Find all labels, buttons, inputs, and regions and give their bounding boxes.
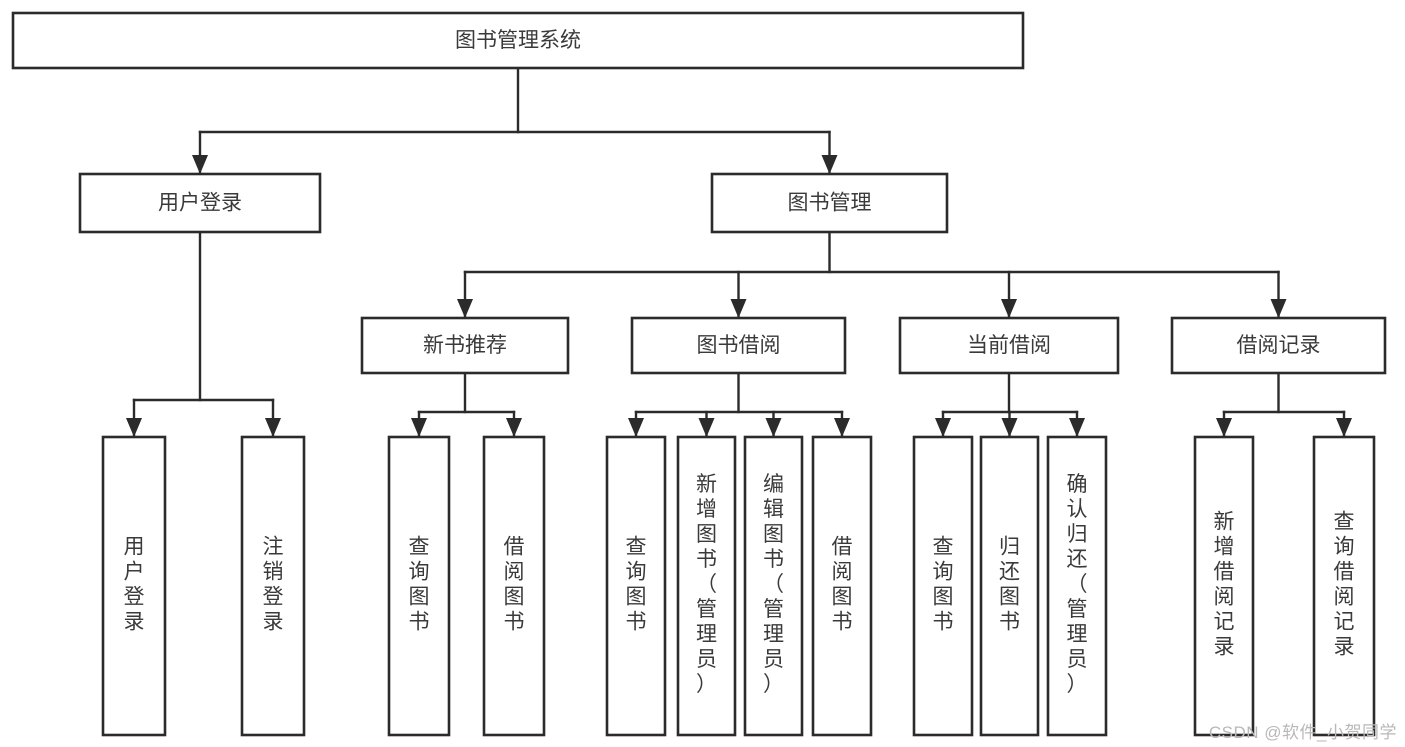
node-label-book-borrow: 图书借阅 [697,334,781,357]
arrow-head-icon [821,155,838,174]
node-label-leaf-add-borrow-record: 新增借阅记录 [1214,511,1235,659]
arrow-head-icon [126,418,142,437]
arrow-head-icon [265,418,281,437]
node-leaf-query-book-borrow[interactable]: 查询图书 [605,435,667,737]
node-label-leaf-query-borrow-record: 查询借阅记录 [1334,511,1355,659]
node-label-leaf-edit-book-admin: 编辑图书（管理员） [763,473,784,696]
arrow-head-icon [698,418,715,437]
node-label-borrow-record: 借阅记录 [1237,334,1321,357]
nodes-layer: 图书管理系统用户登录图书管理新书推荐图书借阅当前借阅借阅记录用户登录注销登录查询… [11,11,1387,737]
node-label-leaf-borrow-book-recommend: 借阅图书 [504,536,525,634]
node-box-leaf-query-borrow-record [1312,435,1376,737]
arrow-head-icon [935,418,951,437]
node-box-leaf-user-login [101,435,167,737]
node-box-leaf-add-book-admin [676,435,737,737]
node-user-login[interactable]: 用户登录 [78,172,322,234]
node-box-borrow-record [1170,316,1387,375]
node-leaf-borrow-book-recommend[interactable]: 借阅图书 [482,435,546,737]
node-leaf-query-borrow-record[interactable]: 查询借阅记录 [1312,435,1376,737]
node-leaf-user-login[interactable]: 用户登录 [101,435,167,737]
node-box-user-login [78,172,322,234]
node-box-leaf-logout [240,435,306,737]
node-leaf-logout[interactable]: 注销登录 [240,435,306,737]
arrow-head-icon [457,299,473,318]
node-label-root: 图书管理系统 [455,29,581,52]
node-box-root [11,11,1025,70]
arrow-head-icon [1336,418,1352,437]
node-box-leaf-query-book-current [912,435,974,737]
node-label-leaf-borrow-book: 借阅图书 [832,536,853,634]
node-book-management[interactable]: 图书管理 [710,172,949,234]
node-label-leaf-logout: 注销登录 [263,536,284,634]
node-box-leaf-add-borrow-record [1193,435,1255,737]
arrow-head-icon [1001,299,1017,318]
node-current-borrow[interactable]: 当前借阅 [898,316,1120,375]
node-label-leaf-confirm-return-admin: 确认归还（管理员） [1067,473,1088,696]
node-box-current-borrow [898,316,1120,375]
arrow-head-icon [730,299,747,318]
node-leaf-add-borrow-record[interactable]: 新增借阅记录 [1193,435,1255,737]
node-book-borrow[interactable]: 图书借阅 [630,316,847,375]
node-label-leaf-add-book-admin: 新增图书（管理员） [696,473,717,696]
arrow-head-icon [1216,418,1232,437]
node-box-leaf-edit-book-admin [743,435,804,737]
node-root[interactable]: 图书管理系统 [11,11,1025,70]
node-box-leaf-borrow-book-recommend [482,435,546,737]
node-leaf-return-book[interactable]: 归还图书 [979,435,1040,737]
node-new-book-recommend[interactable]: 新书推荐 [360,316,570,375]
node-label-current-borrow: 当前借阅 [967,334,1051,357]
node-box-leaf-return-book [979,435,1040,737]
node-box-new-book-recommend [360,316,570,375]
node-label-book-management: 图书管理 [788,192,872,215]
node-label-new-book-recommend: 新书推荐 [423,334,507,357]
arrow-head-icon [1270,299,1287,318]
node-leaf-edit-book-admin[interactable]: 编辑图书（管理员） [743,435,804,737]
node-leaf-add-book-admin[interactable]: 新增图书（管理员） [676,435,737,737]
node-leaf-query-book-current[interactable]: 查询图书 [912,435,974,737]
node-box-leaf-query-book-recommend [387,435,451,737]
arrow-head-icon [628,418,644,437]
node-leaf-borrow-book[interactable]: 借阅图书 [811,435,873,737]
arrow-head-icon [1001,418,1018,437]
connectors-layer [126,66,1352,439]
node-label-leaf-query-book-recommend: 查询图书 [409,536,430,634]
node-box-leaf-confirm-return-admin [1046,435,1108,737]
arrow-head-icon [506,418,522,437]
arrow-head-icon [834,418,850,437]
arrow-head-icon [411,418,427,437]
node-box-book-borrow [630,316,847,375]
node-label-user-login: 用户登录 [158,192,242,215]
node-box-leaf-query-book-borrow [605,435,667,737]
node-leaf-confirm-return-admin[interactable]: 确认归还（管理员） [1046,435,1108,737]
node-label-leaf-return-book: 归还图书 [999,536,1020,634]
arrow-head-icon [765,418,782,437]
node-borrow-record[interactable]: 借阅记录 [1170,316,1387,375]
node-leaf-query-book-recommend[interactable]: 查询图书 [387,435,451,737]
arrow-head-icon [1069,418,1085,437]
node-label-leaf-query-book-borrow: 查询图书 [626,536,647,634]
node-label-leaf-user-login: 用户登录 [124,536,145,634]
arrow-head-icon [192,155,208,174]
node-label-leaf-query-book-current: 查询图书 [933,536,954,634]
node-box-leaf-borrow-book [811,435,873,737]
node-box-book-management [710,172,949,234]
